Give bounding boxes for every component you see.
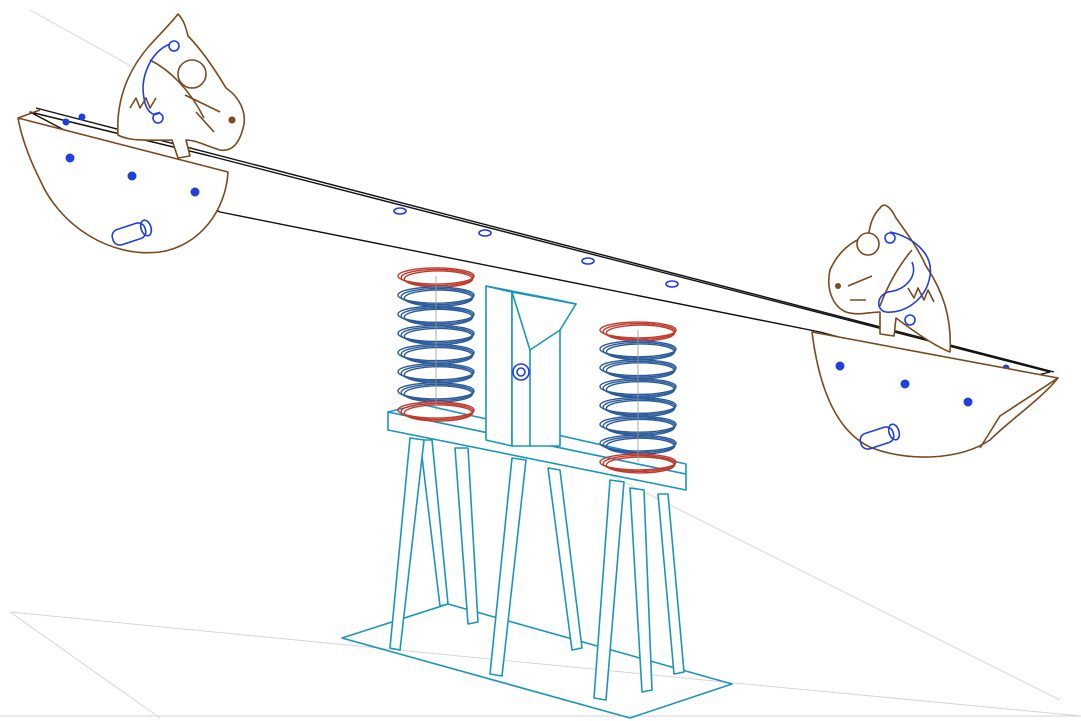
seat-bolt <box>127 171 137 181</box>
right-spring <box>599 321 677 474</box>
seat-bolt <box>963 397 973 407</box>
horse-eye <box>177 59 207 89</box>
stand-leg <box>419 439 449 607</box>
seat-panel <box>17 117 229 254</box>
seat-bolt <box>900 379 910 389</box>
stand-leg <box>629 487 653 693</box>
beam-hole <box>393 207 407 215</box>
spring-coil <box>400 326 474 344</box>
spring-end-coil <box>400 402 474 421</box>
stand-leg <box>657 493 685 675</box>
pivot-plate-top <box>485 285 577 305</box>
spring-coil <box>400 307 474 325</box>
guide-line <box>734 682 1081 717</box>
seat-bolt <box>190 187 200 197</box>
spring-end-coil <box>605 456 676 474</box>
stand-leg <box>547 467 583 651</box>
seat-panel <box>811 331 1059 458</box>
seat-edge <box>979 377 1059 449</box>
seat-bolt <box>835 361 845 371</box>
spring-coil <box>602 360 676 378</box>
spring-coil <box>602 341 676 359</box>
pivot-bolt-icon <box>512 363 530 381</box>
spring-coil <box>602 417 676 435</box>
spring-coil <box>400 345 474 363</box>
guide-line <box>9 611 736 684</box>
stand-leg <box>389 437 425 651</box>
stand-leg <box>489 457 527 677</box>
stand-leg <box>454 447 479 625</box>
stand-leg <box>593 479 625 701</box>
left-seat <box>17 109 229 254</box>
guide-line <box>9 611 161 719</box>
guide-lines <box>0 9 1081 719</box>
spring-coil <box>400 287 474 306</box>
spring-coil <box>602 379 676 397</box>
right-handle-icon <box>877 231 932 313</box>
beam-hole <box>581 257 595 265</box>
horse-mane-mark <box>907 287 935 303</box>
seat-edge <box>17 109 41 119</box>
right-footrest-icon <box>859 423 901 450</box>
pivot-bolt-inner <box>516 367 526 377</box>
horse-mane-mark <box>129 97 157 109</box>
guide-line <box>599 469 1061 701</box>
spring-coil <box>400 383 474 402</box>
spring-end-coil <box>602 454 676 473</box>
horse-nostril <box>228 116 236 124</box>
beam-hole <box>478 229 492 237</box>
left-horse-head <box>116 13 246 159</box>
horse-bridle-line <box>847 275 873 301</box>
right-horse-head <box>828 204 952 353</box>
pivot-bracket <box>485 285 577 447</box>
horse-mane-line <box>149 59 205 119</box>
left-footrest-icon <box>111 219 153 246</box>
horse-mane-line <box>879 249 913 307</box>
left-spring <box>397 267 475 422</box>
horse-nostril <box>835 283 841 289</box>
seat-bolt <box>65 153 75 163</box>
spring-end-coil <box>400 268 474 287</box>
handle-bolt <box>904 314 916 326</box>
spring-end-coil <box>403 404 474 422</box>
horse-head-outline <box>116 13 246 159</box>
beam-hole <box>665 280 679 288</box>
beam-bolt <box>62 118 70 126</box>
right-seat <box>811 331 1059 458</box>
pivot-plate-side <box>485 285 513 447</box>
stand-frame <box>389 437 685 701</box>
pivot-plate-front <box>511 291 577 447</box>
beam-bolt <box>78 113 86 121</box>
handle-bolt <box>152 112 164 124</box>
handle-bolt <box>884 232 896 244</box>
handle-bolt <box>168 40 180 52</box>
horse-bridle-line <box>184 94 221 133</box>
base-plate <box>341 603 733 719</box>
spring-end-coil <box>602 322 676 341</box>
spring-coil <box>602 398 676 416</box>
horse-eye <box>856 232 880 256</box>
spring-coil <box>602 436 676 454</box>
spring-coil <box>400 364 474 382</box>
